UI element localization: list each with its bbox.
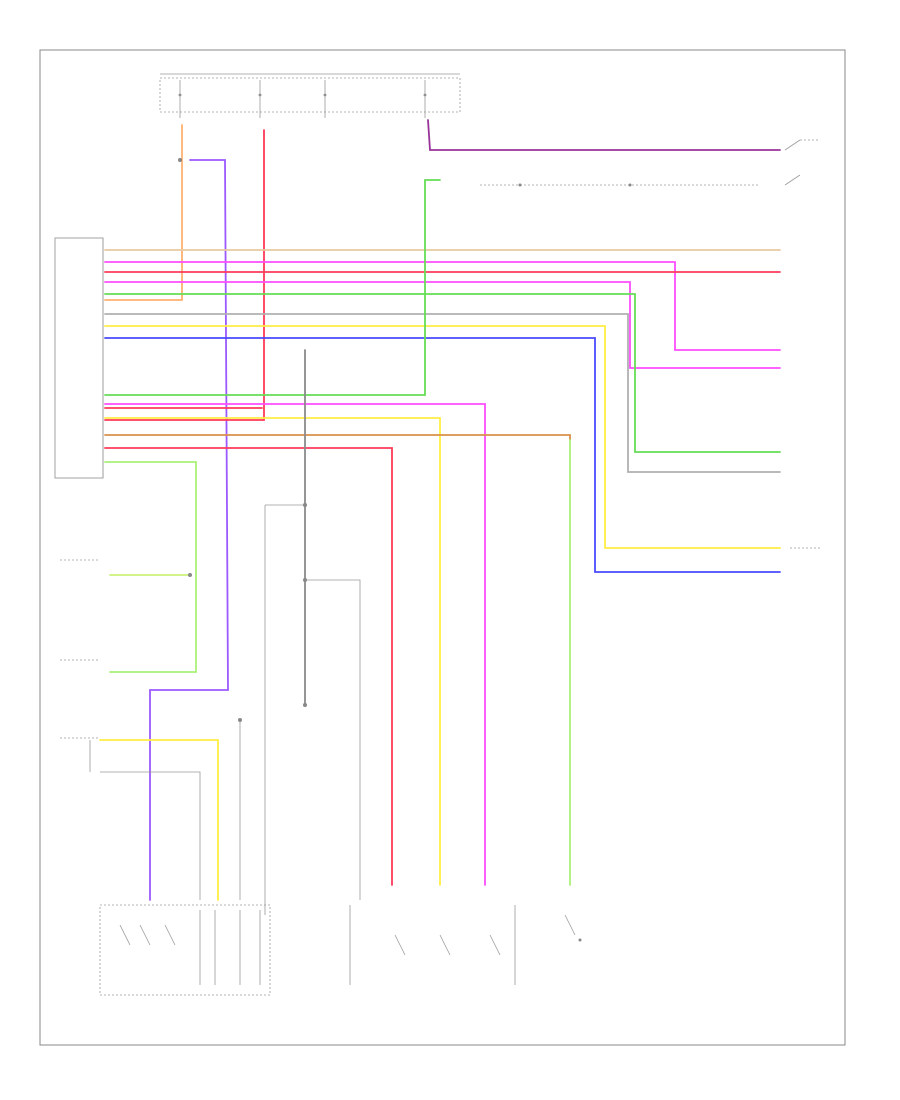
- seat-ecu-connector: [54, 237, 104, 479]
- wire-pink-2: [104, 281, 781, 369]
- diagram-frame: [39, 49, 846, 1046]
- wire-gray-thin-3: [305, 579, 361, 900]
- wire-pink-1: [104, 261, 781, 351]
- wire-red-3: [104, 447, 393, 886]
- wire-yellow-2: [104, 417, 441, 886]
- wire-gray-thin-4: [100, 771, 201, 900]
- left-switch-symbols: [60, 559, 100, 772]
- wire-green-1: [104, 293, 781, 453]
- power-seat-control-switch: [99, 904, 271, 996]
- wire-gray-1: [104, 313, 781, 473]
- wire-green-2: [104, 179, 441, 396]
- wire-blue-1: [104, 337, 781, 573]
- wire-yellow-1: [104, 325, 781, 549]
- wire-light-green-2: [104, 461, 197, 673]
- fuse-block: [159, 73, 461, 118]
- wire-yellow-3: [99, 739, 219, 901]
- wire-violet-main: [149, 159, 229, 901]
- wire-purple-top: [427, 119, 781, 151]
- wire-orange: [104, 124, 183, 301]
- wire-pink-3: [104, 403, 486, 886]
- seat-position-sensor: [349, 905, 516, 985]
- right-switch-symbols: [480, 139, 820, 549]
- wire-brown: [104, 434, 571, 441]
- lower-right-switch: [564, 914, 582, 942]
- junction-nodes: [178, 158, 307, 722]
- wire-red-top: [104, 129, 265, 421]
